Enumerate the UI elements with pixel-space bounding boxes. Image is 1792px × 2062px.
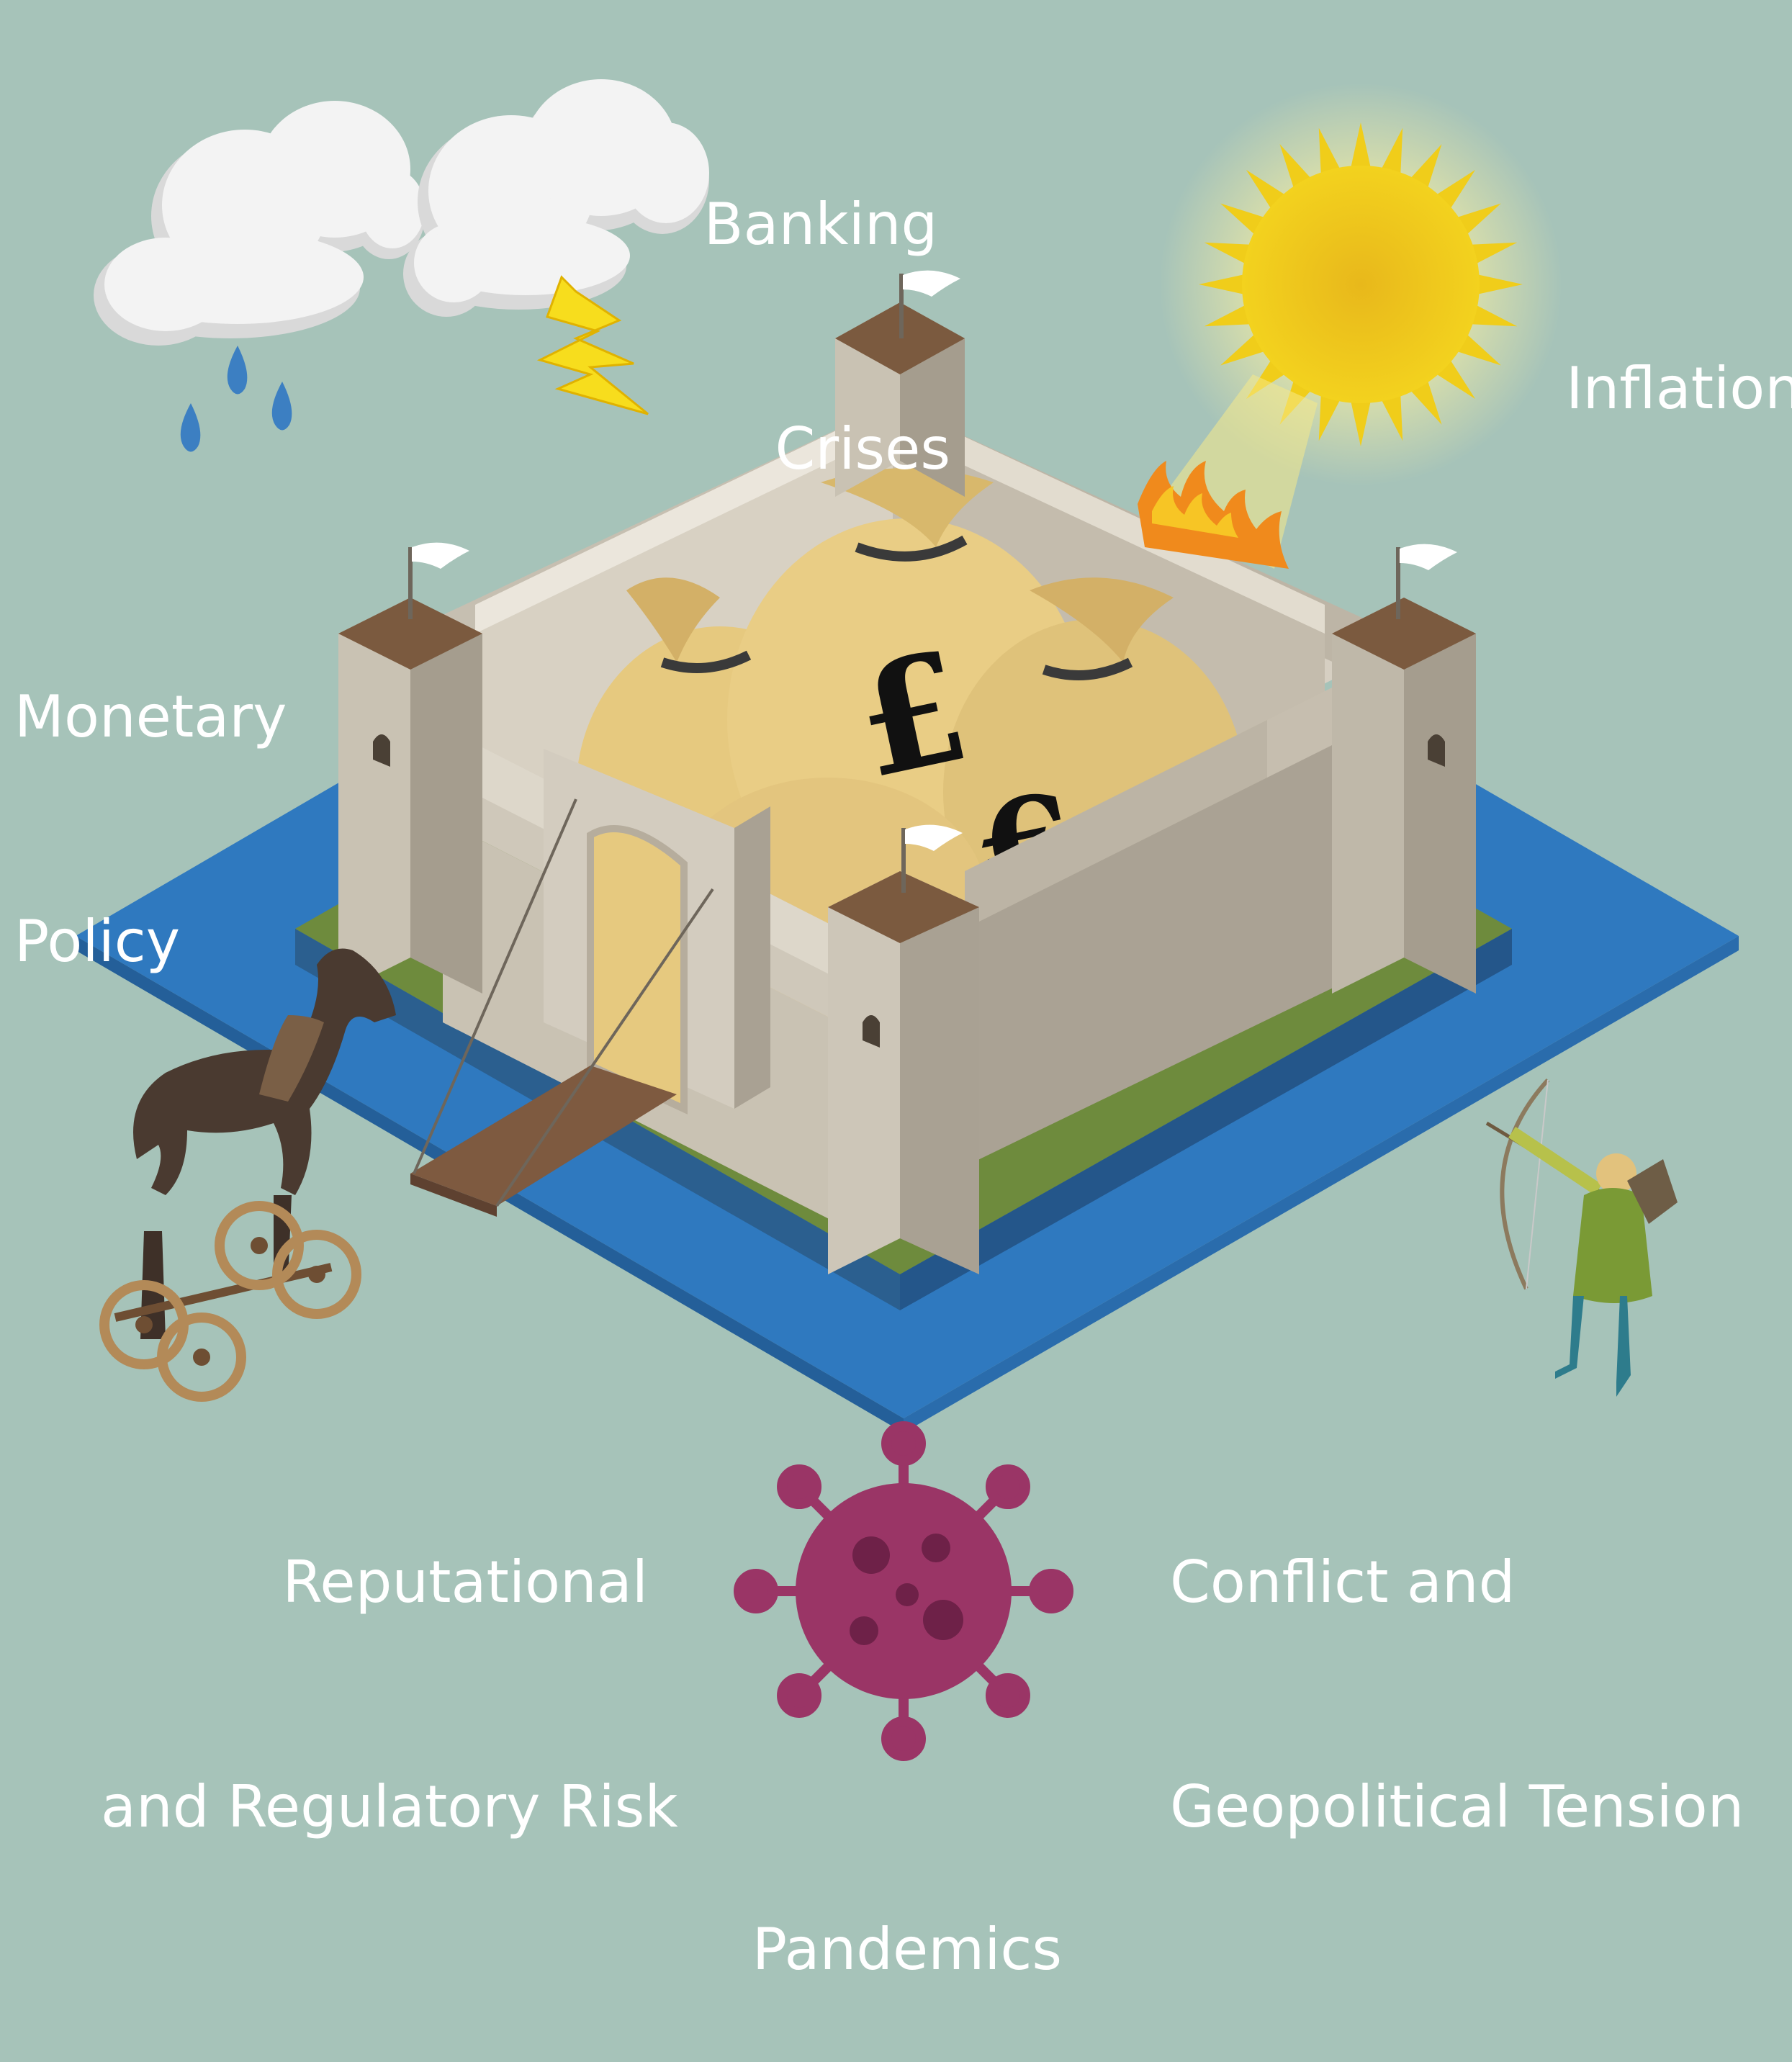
sun-ray bbox=[1318, 392, 1341, 441]
virus-spike-tip bbox=[985, 1464, 1030, 1510]
virus-spike-tip bbox=[881, 1421, 926, 1466]
castle-gate bbox=[587, 825, 688, 1115]
castle-risk-illustration: £ € $ bbox=[76, 79, 1739, 1761]
sun-ray bbox=[1475, 274, 1523, 295]
sun-ray bbox=[1454, 333, 1501, 366]
inflation-line1: Inflation bbox=[1566, 355, 1792, 422]
conflict-line1: Conflict and bbox=[1170, 1549, 1516, 1616]
label-reputational-regulatory: Reputational and Regulatory Risk bbox=[101, 1395, 678, 1919]
rain-cloud-icon bbox=[94, 101, 425, 452]
archer-icon bbox=[1485, 1078, 1678, 1397]
virus-spike-tip bbox=[734, 1569, 778, 1613]
sun-ray bbox=[1350, 122, 1372, 170]
sun-ray bbox=[1279, 144, 1313, 191]
tower-front bbox=[828, 824, 979, 1274]
sun-ray bbox=[1469, 242, 1518, 265]
sun-ray bbox=[1409, 144, 1442, 191]
banking-crises-line2: Crises bbox=[775, 415, 950, 482]
label-banking-crises: Banking Crises bbox=[691, 37, 950, 562]
sun-icon bbox=[1152, 83, 1562, 569]
virus-spike-tip bbox=[1029, 1569, 1073, 1613]
tower-right bbox=[1332, 544, 1476, 994]
virus-spike-tip bbox=[985, 1672, 1030, 1718]
label-pandemics: Pandemics bbox=[720, 1762, 1094, 2062]
sun-ray bbox=[1409, 378, 1442, 425]
monetary-policy-line1: Monetary bbox=[14, 683, 287, 750]
sun-ray bbox=[1220, 203, 1267, 236]
sun-ray bbox=[1204, 242, 1253, 265]
castle-icon: £ € $ bbox=[338, 270, 1476, 1274]
sun-ray bbox=[1220, 333, 1267, 366]
tower-left bbox=[338, 542, 482, 994]
virus-spike-tip bbox=[777, 1672, 822, 1718]
sun-ray bbox=[1469, 304, 1518, 327]
sun-ray bbox=[1318, 127, 1341, 176]
sun-ray bbox=[1350, 399, 1372, 446]
virus-spike-tip bbox=[881, 1716, 926, 1761]
trojan-horse-icon bbox=[99, 948, 396, 1402]
lightning-icon bbox=[536, 275, 649, 415]
label-conflict-geopolitical: Conflict and Geopolitical Tension bbox=[1170, 1395, 1744, 1919]
fire-icon bbox=[1138, 461, 1289, 569]
conflict-line2: Geopolitical Tension bbox=[1170, 1773, 1744, 1840]
drawbridge bbox=[410, 798, 714, 1217]
storm-cloud-icon bbox=[403, 79, 709, 415]
virus-spike-tip bbox=[777, 1464, 822, 1510]
pandemics-line1: Pandemics bbox=[752, 1916, 1063, 1983]
reputational-line2: and Regulatory Risk bbox=[101, 1773, 678, 1840]
sun-ray bbox=[1204, 304, 1253, 327]
virus-icon bbox=[734, 1421, 1073, 1761]
banking-crises-line1: Banking bbox=[703, 191, 938, 258]
raindrops bbox=[180, 346, 292, 452]
sun-ray bbox=[1380, 127, 1403, 176]
monetary-policy-line2: Policy bbox=[14, 908, 181, 975]
sun-ray bbox=[1454, 203, 1501, 236]
sun-ray bbox=[1199, 274, 1246, 295]
reputational-line1: Reputational bbox=[282, 1549, 648, 1616]
sun-ray bbox=[1380, 392, 1403, 441]
tower-back bbox=[835, 270, 965, 497]
label-monetary-policy: Monetary Policy bbox=[14, 530, 287, 1054]
label-inflation: Inflation bbox=[1566, 202, 1792, 501]
